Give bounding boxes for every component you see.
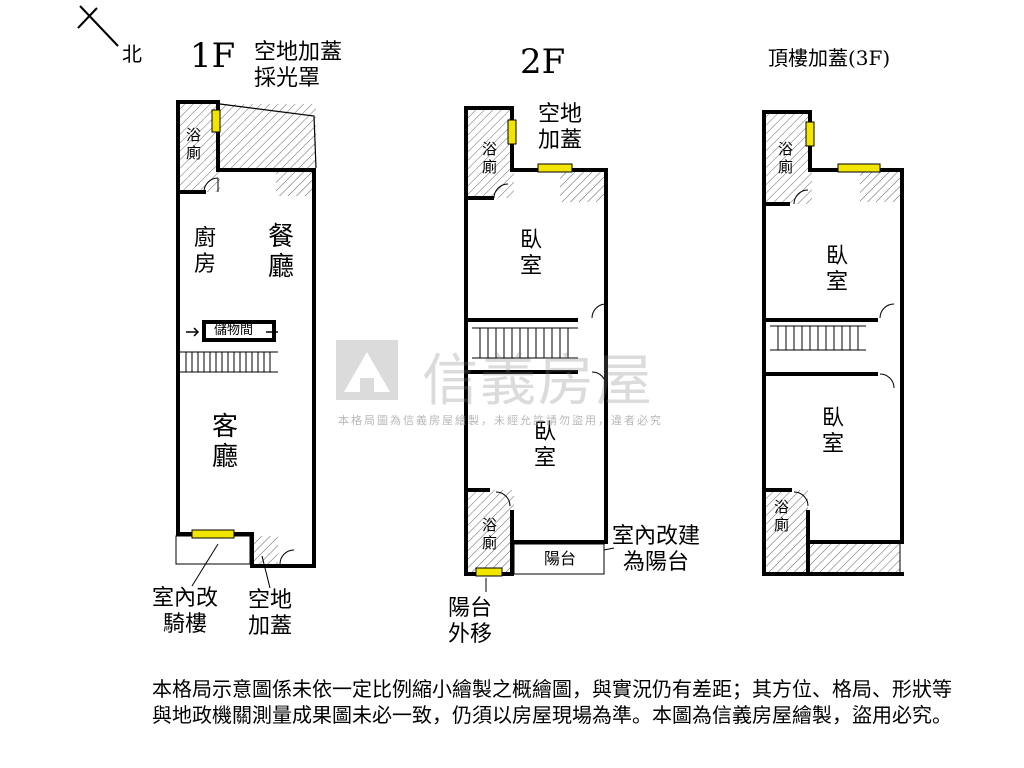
vacant-cover-1f-label: 空地 加蓋 xyxy=(248,588,293,639)
bath-3f-top-label: 浴 廁 xyxy=(778,140,794,176)
bedroom-3f-a-label: 臥 室 xyxy=(826,244,849,295)
balcony-note-label: 室內改建 為陽台 xyxy=(612,524,701,575)
watermark-brand: 信義房屋 xyxy=(422,349,654,414)
disclaimer-text: 本格局示意圖係未依一定比例縮小繪製之概繪圖，與實況仍有差距；其方位、格局、形狀等… xyxy=(152,677,952,727)
bedroom-3f-b-label: 臥 室 xyxy=(822,406,845,457)
floor-2f-plan xyxy=(464,106,615,592)
floor-1f-plan xyxy=(175,100,317,589)
bath-3f-bottom-label: 浴 廁 xyxy=(774,498,790,534)
bath-1f-label: 浴 廁 xyxy=(186,126,202,162)
north-label: 北 xyxy=(122,42,142,66)
bedroom-2f-b-label: 臥 室 xyxy=(534,420,557,471)
bath-2f-top-label: 浴 廁 xyxy=(482,140,498,176)
vacant-cover-2f-label: 空地 加蓋 xyxy=(538,102,583,153)
floor-3f-plan xyxy=(762,110,904,576)
watermark: 信義房屋 xyxy=(422,336,654,417)
window-1f-bath xyxy=(211,109,221,133)
skylight-label: 空地加蓋 採光罩 xyxy=(254,40,343,91)
bedroom-2f-a-label: 臥 室 xyxy=(520,228,543,279)
floor-1f-title: 1F xyxy=(190,36,236,76)
balcony-label: 陽台 xyxy=(544,549,577,568)
north-arrow-icon xyxy=(77,5,119,47)
balcony-moved-label: 陽台 外移 xyxy=(448,596,493,647)
floor-2f-title: 2F xyxy=(520,42,566,82)
arcade-label: 室內改 騎樓 xyxy=(152,586,219,637)
watermark-notice: 本格局圖為信義房屋繪製，未經允許請勿盜用，違者必究 xyxy=(338,414,663,427)
skylight-area xyxy=(220,104,316,168)
floor-3f-title: 頂樓加蓋(3F) xyxy=(768,46,891,70)
kitchen-label: 廚 房 xyxy=(194,226,217,277)
storage-label: 儲物間 xyxy=(214,323,254,338)
living-room-label: 客 廳 xyxy=(212,412,239,472)
bath-2f-bottom-label: 浴 廁 xyxy=(482,516,498,552)
window-1f-front xyxy=(191,529,235,539)
dining-label: 餐 廳 xyxy=(268,222,295,282)
watermark-logo-icon xyxy=(336,340,398,400)
